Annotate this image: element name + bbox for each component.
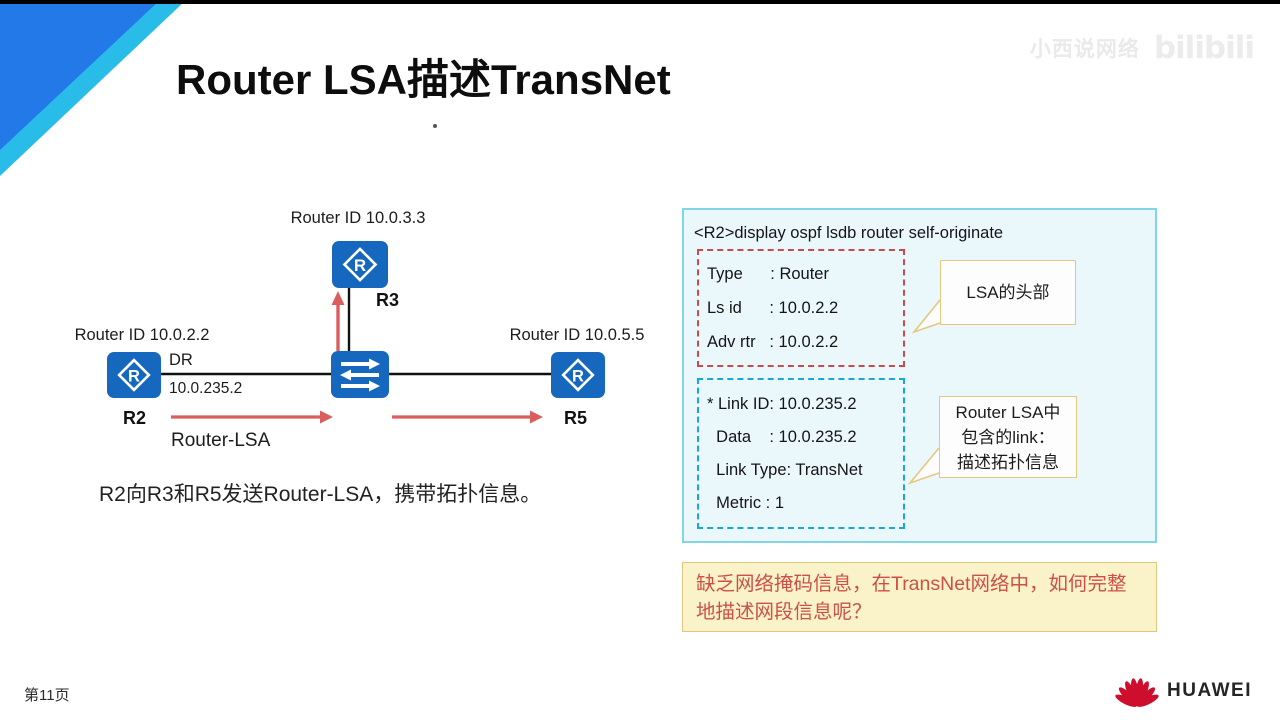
question-box: 缺乏网络掩码信息，在TransNet网络中，如何完整地描述网段信息呢？ <box>682 562 1157 632</box>
lsa-header-box: Type : Router Ls id : 10.0.2.2 Adv rtr :… <box>697 249 905 367</box>
device-label-r5: R5 <box>564 408 588 428</box>
svg-text:R: R <box>572 368 584 386</box>
callout-router-lsa-link: Router LSA中 包含的link： 描述拓扑信息 <box>939 396 1077 478</box>
cli-line-advrtr: Adv rtr : 10.0.2.2 <box>707 333 839 351</box>
router-icon-r3: R <box>332 241 388 293</box>
huawei-logo: HUAWEI <box>1114 672 1252 710</box>
bilibili-logo: bilibili <box>1153 30 1255 66</box>
switch-icon <box>331 351 389 403</box>
router-id-label-r5: Router ID 10.0.5.5 <box>509 326 645 344</box>
callout-link-line-1: Router LSA中 <box>955 402 1061 422</box>
corner-accent-icon <box>0 0 186 176</box>
cli-command: <R2>display ospf lsdb router self-origin… <box>694 224 1004 242</box>
cli-line-lsid: Ls id : 10.0.2.2 <box>707 299 839 317</box>
router-lsa-flow-label: Router-LSA <box>171 430 271 451</box>
router-icon-r2: R <box>107 352 161 403</box>
cli-line-linkid: * Link ID: 10.0.235.2 <box>707 395 857 413</box>
lsa-arrow-to-r3 <box>331 291 345 351</box>
cli-output-panel: <R2>display ospf lsdb router self-origin… <box>682 208 1157 543</box>
callout-link-line-3: 描述拓扑信息 <box>957 452 1059 472</box>
topology-caption: R2向R3和R5发送Router-LSA，携带拓扑信息。 <box>99 483 542 506</box>
callout-lsa-header: LSA的头部 <box>940 260 1076 325</box>
top-letterbox-bar <box>0 0 1280 4</box>
router-icon-r5: R <box>551 352 605 403</box>
question-text: 缺乏网络掩码信息，在TransNet网络中，如何完整地描述网段信息呢？ <box>696 573 1127 623</box>
cli-line-linktype: Link Type: TransNet <box>707 461 863 479</box>
watermark-channel-text: 小西说网络 <box>1029 38 1140 61</box>
dr-label: DR <box>169 351 193 369</box>
lsa-arrow-to-r5 <box>392 410 543 424</box>
device-label-r2: R2 <box>123 408 147 428</box>
callout-lsa-header-text: LSA的头部 <box>966 282 1050 302</box>
title-dot <box>433 124 437 128</box>
interface-ip-label: 10.0.235.2 <box>169 380 243 397</box>
router-id-label-r2: Router ID 10.0.2.2 <box>74 326 210 344</box>
page-number: 第11页 <box>24 687 70 704</box>
watermark: 小西说网络 bilibili <box>1029 30 1255 66</box>
router-id-label-r3: Router ID 10.0.3.3 <box>290 209 426 227</box>
lsa-arrow-from-r2 <box>171 410 333 424</box>
device-label-r3: R3 <box>376 290 400 310</box>
cli-line-data: Data : 10.0.235.2 <box>707 428 857 446</box>
huawei-flower-icon <box>1115 678 1159 707</box>
lsa-link-box: * Link ID: 10.0.235.2 Data : 10.0.235.2 … <box>697 378 905 529</box>
svg-text:R: R <box>128 368 140 386</box>
huawei-logo-text: HUAWEI <box>1167 680 1252 701</box>
page-title: Router LSA描述TransNet <box>176 56 671 103</box>
cli-line-metric: Metric : 1 <box>707 494 785 512</box>
callout-link-line-2: 包含的link： <box>961 427 1055 447</box>
cli-line-type: Type : Router <box>707 265 829 283</box>
svg-text:R: R <box>354 256 366 275</box>
